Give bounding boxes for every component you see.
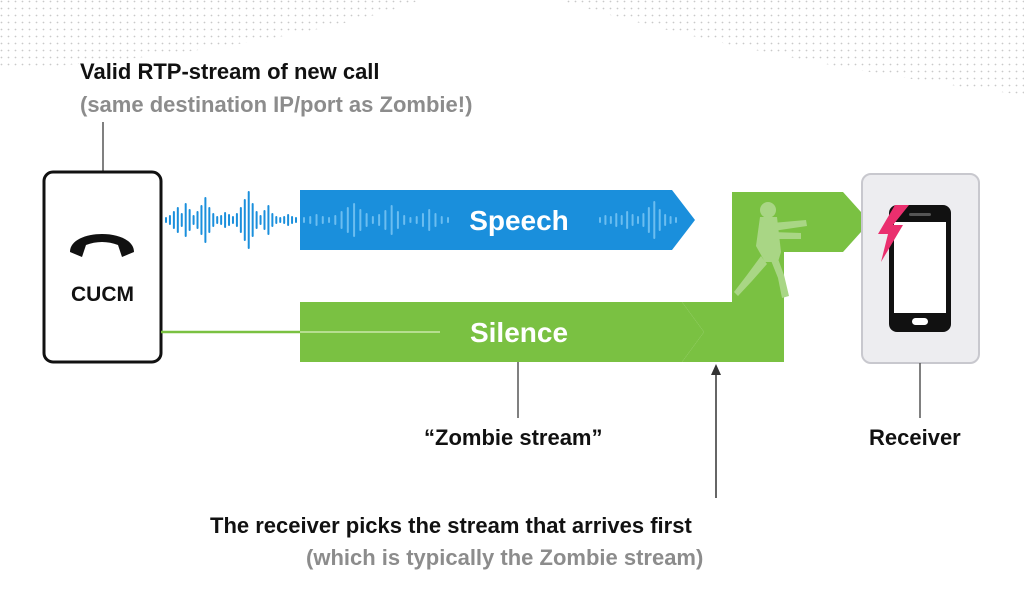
receiver-note: The receiver picks the stream that arriv… <box>210 513 692 538</box>
speech-arrow <box>300 190 695 250</box>
speech-label: Speech <box>469 205 569 236</box>
dotted-background-left <box>0 0 420 70</box>
dotted-background-right <box>560 0 1024 95</box>
zombie-stream-label: “Zombie stream” <box>424 425 603 450</box>
receiver-label: Receiver <box>869 425 961 450</box>
lightning-bolt-icon <box>878 205 909 262</box>
arrival-pointer-head <box>711 364 721 375</box>
silence-label: Silence <box>470 317 568 348</box>
smartphone-icon <box>889 205 951 332</box>
new-call-stream-subtitle: (same destination IP/port as Zombie!) <box>80 92 473 117</box>
receiver-note-detail: (which is typically the Zombie stream) <box>306 545 704 570</box>
speech-waveform-left <box>165 191 297 249</box>
speech-waveform-in-arrow <box>303 201 677 239</box>
cucm-label: CUCM <box>71 283 134 306</box>
cucm-box <box>42 170 163 364</box>
silence-arrow <box>300 302 704 362</box>
phone-handset-icon <box>70 234 134 257</box>
zombie-icon <box>734 202 807 298</box>
zombie-stream-merge-arrow <box>682 192 870 362</box>
new-call-stream-title: Valid RTP-stream of new call <box>80 59 380 84</box>
